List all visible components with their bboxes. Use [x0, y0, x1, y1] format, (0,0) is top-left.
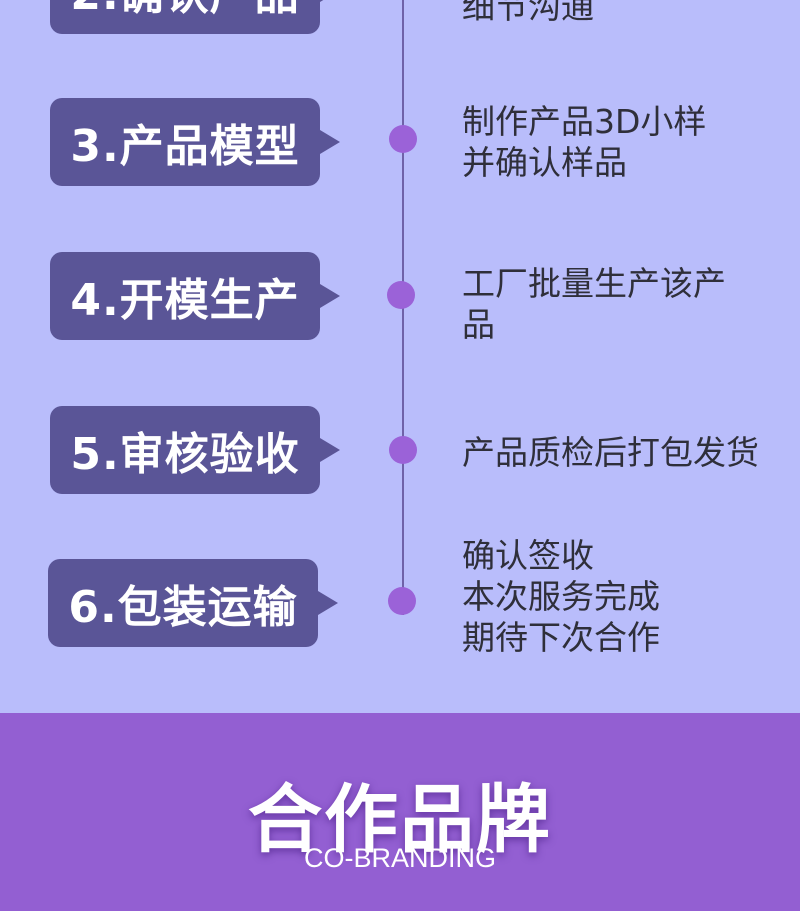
section-title: 合作品牌	[248, 777, 552, 863]
step-box-3: 3.产品模型	[50, 98, 340, 186]
step-description-4-line-2: 品	[462, 305, 495, 344]
step-description-6-line-1: 确认签收	[462, 536, 594, 575]
step-description-5: 产品质检后打包发货	[462, 432, 792, 473]
timeline-dot-3	[389, 125, 417, 153]
step-label-6: 6.包装运输	[68, 582, 298, 633]
step-label-3: 3.产品模型	[70, 121, 300, 172]
step-box-6: 6.包装运输	[48, 559, 338, 647]
step-label-2: 2.确认产品	[70, 0, 299, 22]
step-description-6-line-2: 本次服务完成	[462, 577, 660, 616]
step-label-5: 5.审核验收	[70, 429, 300, 480]
step-description-3-line-1: 制作产品3D小样	[462, 102, 707, 141]
step-description-4-line-1: 工厂批量生产该产	[462, 264, 726, 303]
timeline-dot-4	[387, 281, 415, 309]
step-arrow-5	[320, 438, 340, 462]
step-arrow-3	[320, 130, 340, 154]
step-description-6-line-3: 期待下次合作	[462, 618, 660, 657]
step-description-3-line-2: 并确认样品	[462, 143, 627, 182]
step-arrow-2	[320, 0, 340, 2]
step-description-2-line-1: 细节沟通	[462, 0, 594, 26]
step-arrow-4	[320, 284, 340, 308]
step-box-5: 5.审核验收	[50, 406, 340, 494]
step-box-4: 4.开模生产	[50, 252, 340, 340]
process-section: 2.确认产品 细节沟通 3.产品模型 制作产品3D小样 并确认样品 4.开模生产…	[48, 0, 792, 658]
step-description-6: 确认签收 本次服务完成 期待下次合作	[462, 535, 792, 658]
timeline-dot-5	[389, 436, 417, 464]
step-arrow-6	[318, 591, 338, 615]
co-branding-section: 合作品牌 CO-BRANDING	[0, 713, 800, 911]
section-subtitle: CO-BRANDING	[303, 843, 496, 873]
timeline-dot-6	[388, 587, 416, 615]
step-box-2: 2.确认产品	[50, 0, 340, 34]
step-description-5-line-1: 产品质检后打包发货	[462, 433, 759, 472]
step-label-4: 4.开模生产	[70, 275, 300, 326]
step-description-4: 工厂批量生产该产 品	[462, 263, 792, 345]
step-description-3: 制作产品3D小样 并确认样品	[462, 101, 792, 183]
step-description-2: 细节沟通	[462, 0, 792, 27]
